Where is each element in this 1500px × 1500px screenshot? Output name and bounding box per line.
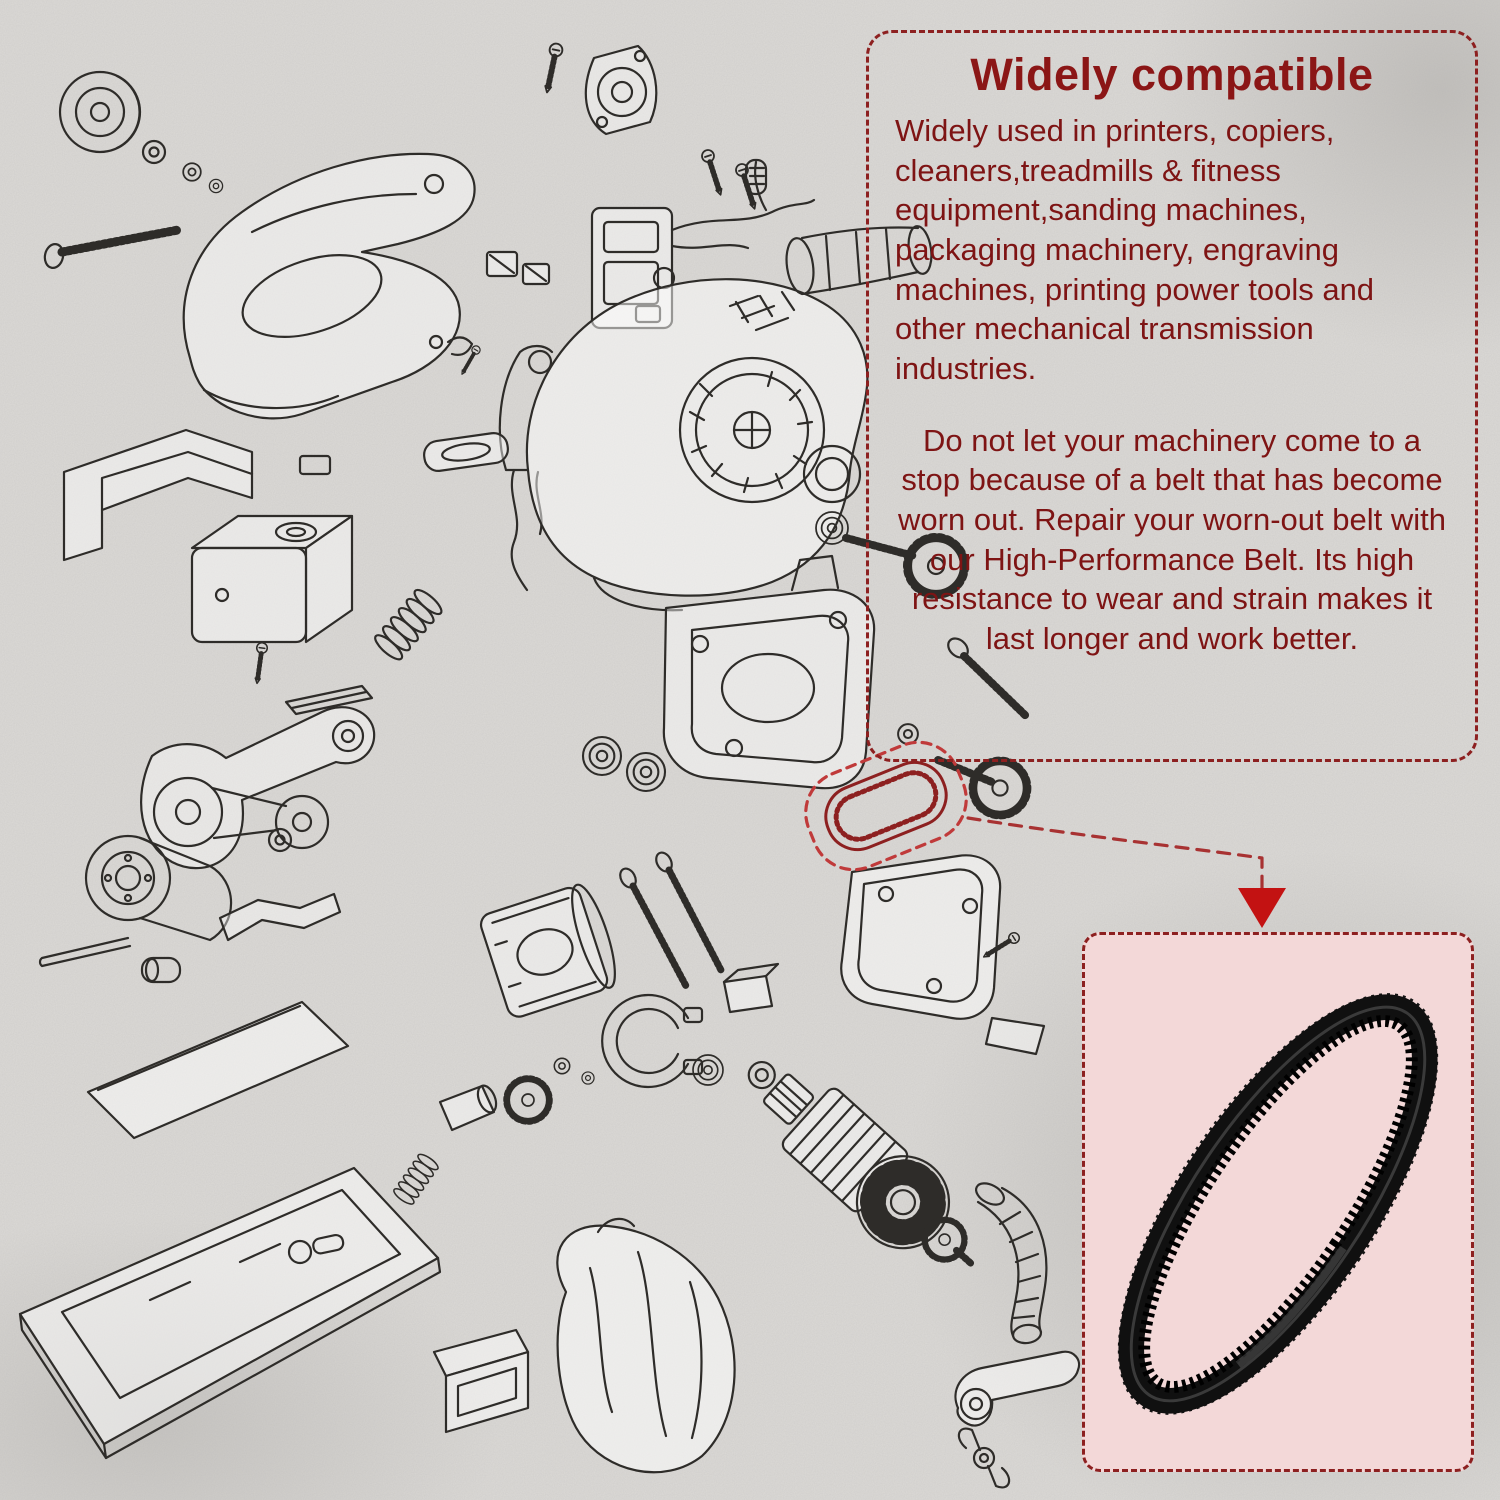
spacer-cylinder [140,956,182,984]
dust-bag [432,1217,736,1474]
info-title: Widely compatible [970,49,1374,100]
drive-belt-highlight [804,740,968,872]
gear-housing [662,554,876,790]
drive-shaft [842,537,965,595]
product-photo-box [1082,932,1474,1472]
clip-bracket [62,428,254,562]
wire [510,468,529,592]
driven-gear [897,723,1027,815]
side-cover [840,854,1021,1020]
spacer-block [298,454,332,476]
info-paragraph-pitch: Do not let your machinery come to a stop… [898,422,1446,657]
rear-handle-grip [785,225,933,296]
flat-bar [284,684,374,716]
pin [38,936,132,968]
armature [747,1060,977,1299]
bushing [438,1084,498,1132]
belt-callout [804,740,1286,928]
compatibility-info-box: Widely compatible Widely used in printer… [866,30,1478,762]
stator [479,883,616,1018]
wedge [984,1016,1046,1056]
arrow-down-icon [1238,888,1286,928]
bearing-block [190,514,354,644]
wing-nut [957,1427,1011,1489]
pivot-bracket [584,44,658,136]
base-plate [18,1166,442,1460]
long-bolt [43,225,183,269]
sanding-plate [86,1000,350,1140]
housing-screws [619,851,726,990]
clamp-lever [954,1350,1081,1427]
long-screw [947,637,1030,720]
rear-roller [84,834,233,942]
terminal-block [722,962,780,1014]
info-paragraph-uses: Widely used in printers, copiers, cleane… [895,113,1375,387]
small-clamps [428,334,484,379]
top-housing [182,152,476,420]
tracking-lever [140,706,376,870]
exploded-parts-diagram [18,42,1081,1489]
timing-belt-image [1117,993,1439,1415]
front-roller [58,70,142,154]
motor-housing [498,278,869,612]
hook-plate [218,892,342,942]
carbon-brushes [485,250,551,286]
flex-tube [974,1182,1048,1345]
deflector [423,432,509,472]
callout-connector-line [966,816,1264,890]
